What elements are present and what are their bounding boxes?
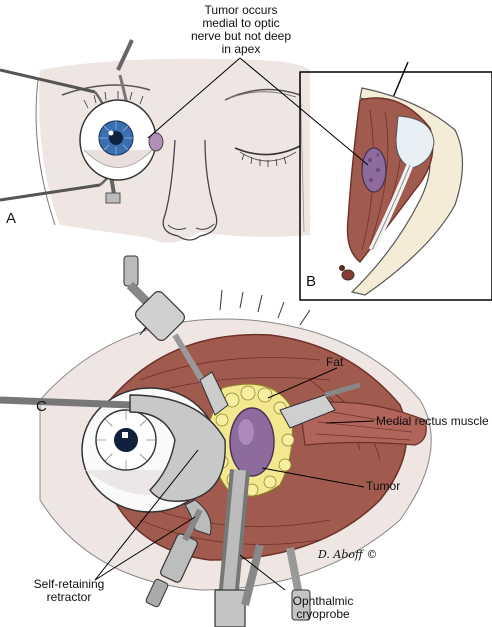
medial-rectus-label: Medial rectus muscle	[376, 414, 489, 428]
tumor-location-line-1: Tumor occurs	[204, 3, 278, 17]
retractor-line-1: Self-retaining	[33, 577, 105, 591]
cryoprobe-line-2: cryoprobe	[296, 607, 350, 621]
cryoprobe-label: Ophthalmic cryoprobe	[278, 595, 368, 621]
tumor-location-callout: Tumor occurs medial to optic nerve but n…	[176, 4, 306, 56]
artist-signature: D. Aboff ©	[318, 548, 378, 561]
panel-b-letter: B	[306, 273, 317, 290]
panel-a-letter: A	[6, 210, 17, 227]
tumor-location-line-4: in apex	[221, 42, 261, 56]
retractor-label: Self-retaining retractor	[14, 578, 124, 604]
cryoprobe-line-1: Ophthalmic	[292, 594, 354, 608]
panel-a-face	[0, 39, 311, 243]
panel-c-letter: C	[36, 398, 47, 415]
fat-label: Fat	[326, 355, 344, 369]
tumor-location-line-2: medial to optic	[202, 16, 280, 30]
retractor-line-2: retractor	[46, 590, 92, 604]
panel-c-surgery	[0, 255, 432, 627]
tumor-location-line-3: nerve but not deep	[190, 29, 292, 43]
panel-c-leaders	[94, 367, 375, 591]
tumor-label: Tumor	[366, 479, 401, 493]
panel-b-orbit	[299, 61, 492, 301]
tumor-location-leaders	[147, 57, 369, 166]
